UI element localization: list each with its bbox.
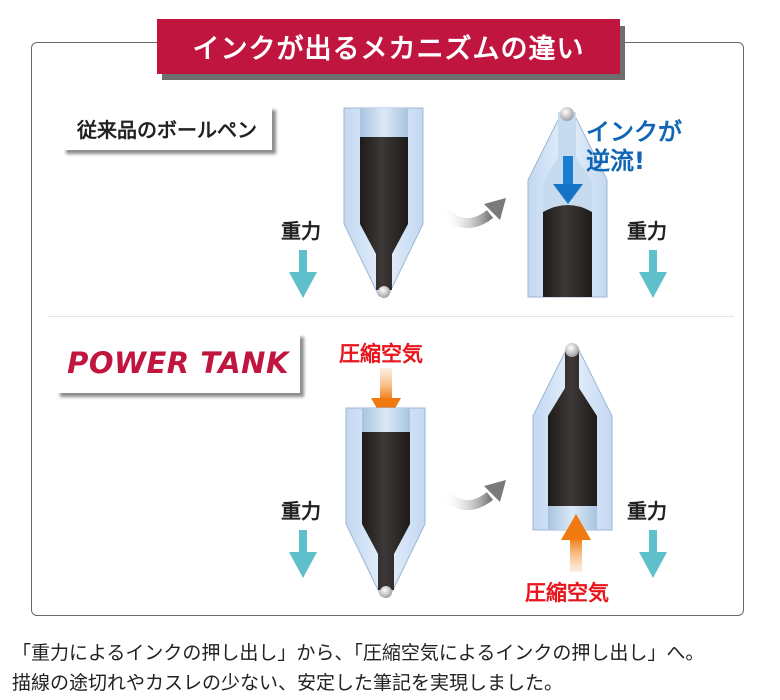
gravity-label: 重力 [281, 499, 321, 523]
compressed-air-label: 圧縮空気 [339, 342, 423, 366]
backflow-label: インクが 逆流! [586, 118, 682, 175]
transition-arrow-icon [438, 198, 506, 228]
backflow-arrow-icon [553, 156, 583, 204]
gravity-arrow-icon [639, 530, 667, 578]
transition-arrow-icon [438, 480, 506, 510]
conventional-pen-label: 従来品のボールペン [62, 106, 272, 150]
gravity-label: 重力 [281, 219, 321, 243]
gravity-label: 重力 [627, 219, 667, 243]
page-title: インクが出るメカニズムの違い [157, 19, 620, 74]
compressed-air-label: 圧縮空気 [525, 581, 609, 605]
power-tank-logo: POWER TANK [56, 333, 300, 393]
gravity-label: 重力 [627, 499, 667, 523]
conventional-pen-tip-up [527, 107, 608, 298]
section-divider [48, 316, 734, 317]
power-tank-pen-tip-up [532, 343, 613, 531]
compressed-air-arrow-icon [561, 514, 591, 572]
conventional-pen-tip-down [343, 107, 424, 298]
gravity-arrow-icon [289, 250, 317, 298]
caption-line-1: 「重力によるインクの押し出し」から、「圧縮空気によるインクの押し出し」へ。 [12, 642, 705, 664]
gravity-arrow-icon [289, 530, 317, 578]
gravity-arrow-icon [639, 250, 667, 298]
power-tank-pen-tip-down [345, 407, 426, 598]
caption-line-2: 描線の途切れやカスレの少ない、安定した筆記を実現しました。 [12, 672, 564, 694]
